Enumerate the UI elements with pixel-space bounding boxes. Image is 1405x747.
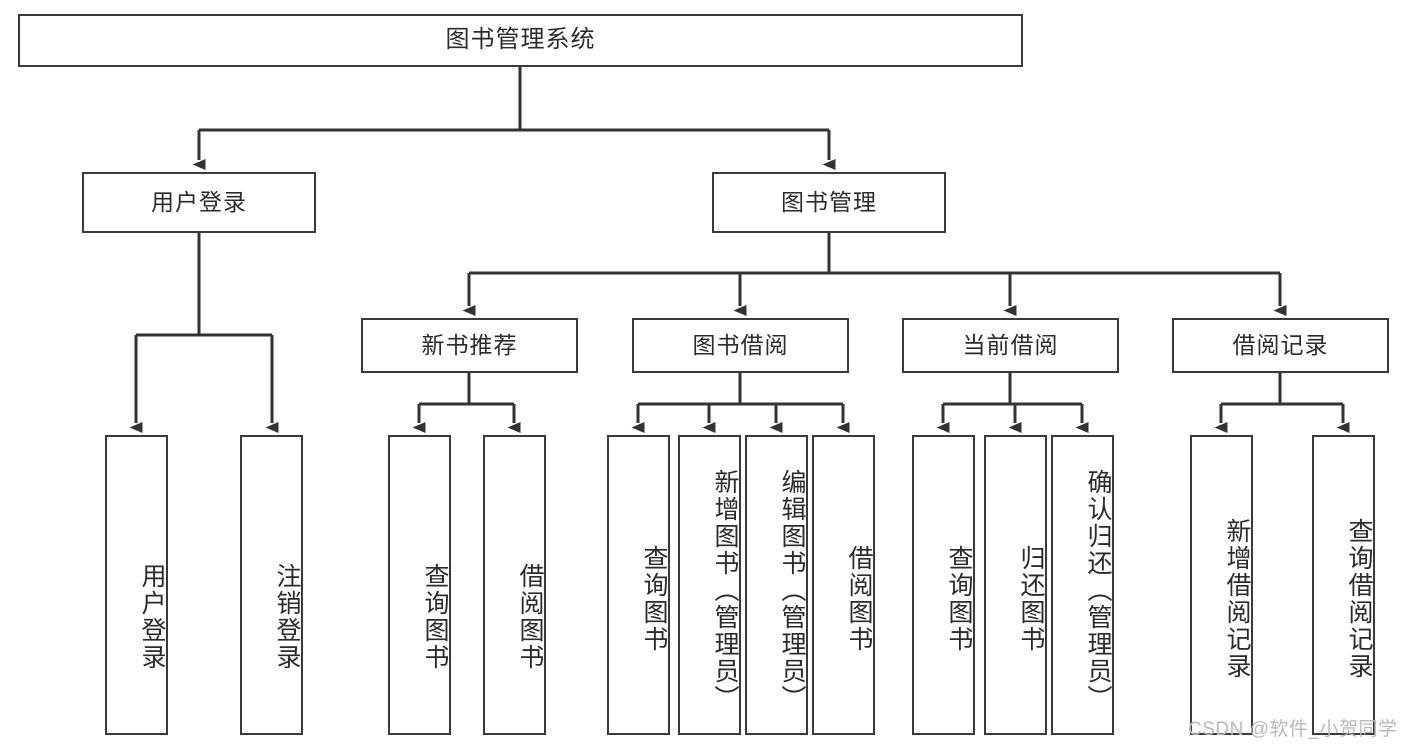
node-borrow-record-label: 借阅记录 xyxy=(1232,331,1329,358)
node-leaf-add-record-label: 新增借阅记录 xyxy=(1223,518,1251,680)
node-current-borrow[interactable]: 当前借阅 xyxy=(902,318,1119,373)
node-leaf-borrow-book-2[interactable]: 借阅图书 xyxy=(812,435,875,735)
node-leaf-query-book-3-label: 查询图书 xyxy=(945,545,973,653)
node-user-login-label: 用户登录 xyxy=(151,188,247,215)
node-leaf-query-book-2[interactable]: 查询图书 xyxy=(607,435,670,735)
node-leaf-confirm-return-label: 确认归还（管理员） xyxy=(1084,468,1112,712)
node-leaf-borrow-book-1-label: 借阅图书 xyxy=(516,563,544,671)
node-user-login[interactable]: 用户登录 xyxy=(82,172,316,233)
node-book-manage[interactable]: 图书管理 xyxy=(712,172,946,233)
node-leaf-logout-label: 注销登录 xyxy=(273,563,301,671)
node-leaf-query-book-1-label: 查询图书 xyxy=(421,563,449,671)
node-leaf-query-record[interactable]: 查询借阅记录 xyxy=(1312,435,1375,735)
node-leaf-query-book-2-label: 查询图书 xyxy=(640,545,668,653)
node-leaf-add-book[interactable]: 新增图书（管理员） xyxy=(678,435,741,735)
node-book-borrow-label: 图书借阅 xyxy=(692,331,789,358)
node-new-book-rec-label: 新书推荐 xyxy=(421,331,518,358)
node-leaf-query-book-1[interactable]: 查询图书 xyxy=(388,435,451,735)
node-leaf-user-login[interactable]: 用户登录 xyxy=(105,435,168,735)
node-leaf-borrow-book-1[interactable]: 借阅图书 xyxy=(483,435,546,735)
node-leaf-query-record-label: 查询借阅记录 xyxy=(1345,518,1373,680)
node-leaf-edit-book[interactable]: 编辑图书（管理员） xyxy=(745,435,808,735)
node-new-book-rec[interactable]: 新书推荐 xyxy=(361,318,578,373)
node-leaf-add-record[interactable]: 新增借阅记录 xyxy=(1190,435,1253,735)
node-leaf-return-book[interactable]: 归还图书 xyxy=(984,435,1047,735)
node-book-borrow[interactable]: 图书借阅 xyxy=(632,318,849,373)
node-current-borrow-label: 当前借阅 xyxy=(962,331,1059,358)
node-leaf-add-book-label: 新增图书（管理员） xyxy=(711,468,739,712)
node-borrow-record[interactable]: 借阅记录 xyxy=(1172,318,1389,373)
node-root-label: 图书管理系统 xyxy=(445,26,596,54)
node-book-manage-label: 图书管理 xyxy=(781,188,877,215)
node-leaf-edit-book-label: 编辑图书（管理员） xyxy=(778,468,806,712)
node-leaf-logout[interactable]: 注销登录 xyxy=(240,435,303,735)
node-leaf-borrow-book-2-label: 借阅图书 xyxy=(845,545,873,653)
node-leaf-confirm-return[interactable]: 确认归还（管理员） xyxy=(1051,435,1114,735)
node-root[interactable]: 图书管理系统 xyxy=(18,14,1023,67)
node-leaf-query-book-3[interactable]: 查询图书 xyxy=(912,435,975,735)
node-leaf-return-book-label: 归还图书 xyxy=(1017,545,1045,653)
node-leaf-user-login-label: 用户登录 xyxy=(138,563,166,671)
